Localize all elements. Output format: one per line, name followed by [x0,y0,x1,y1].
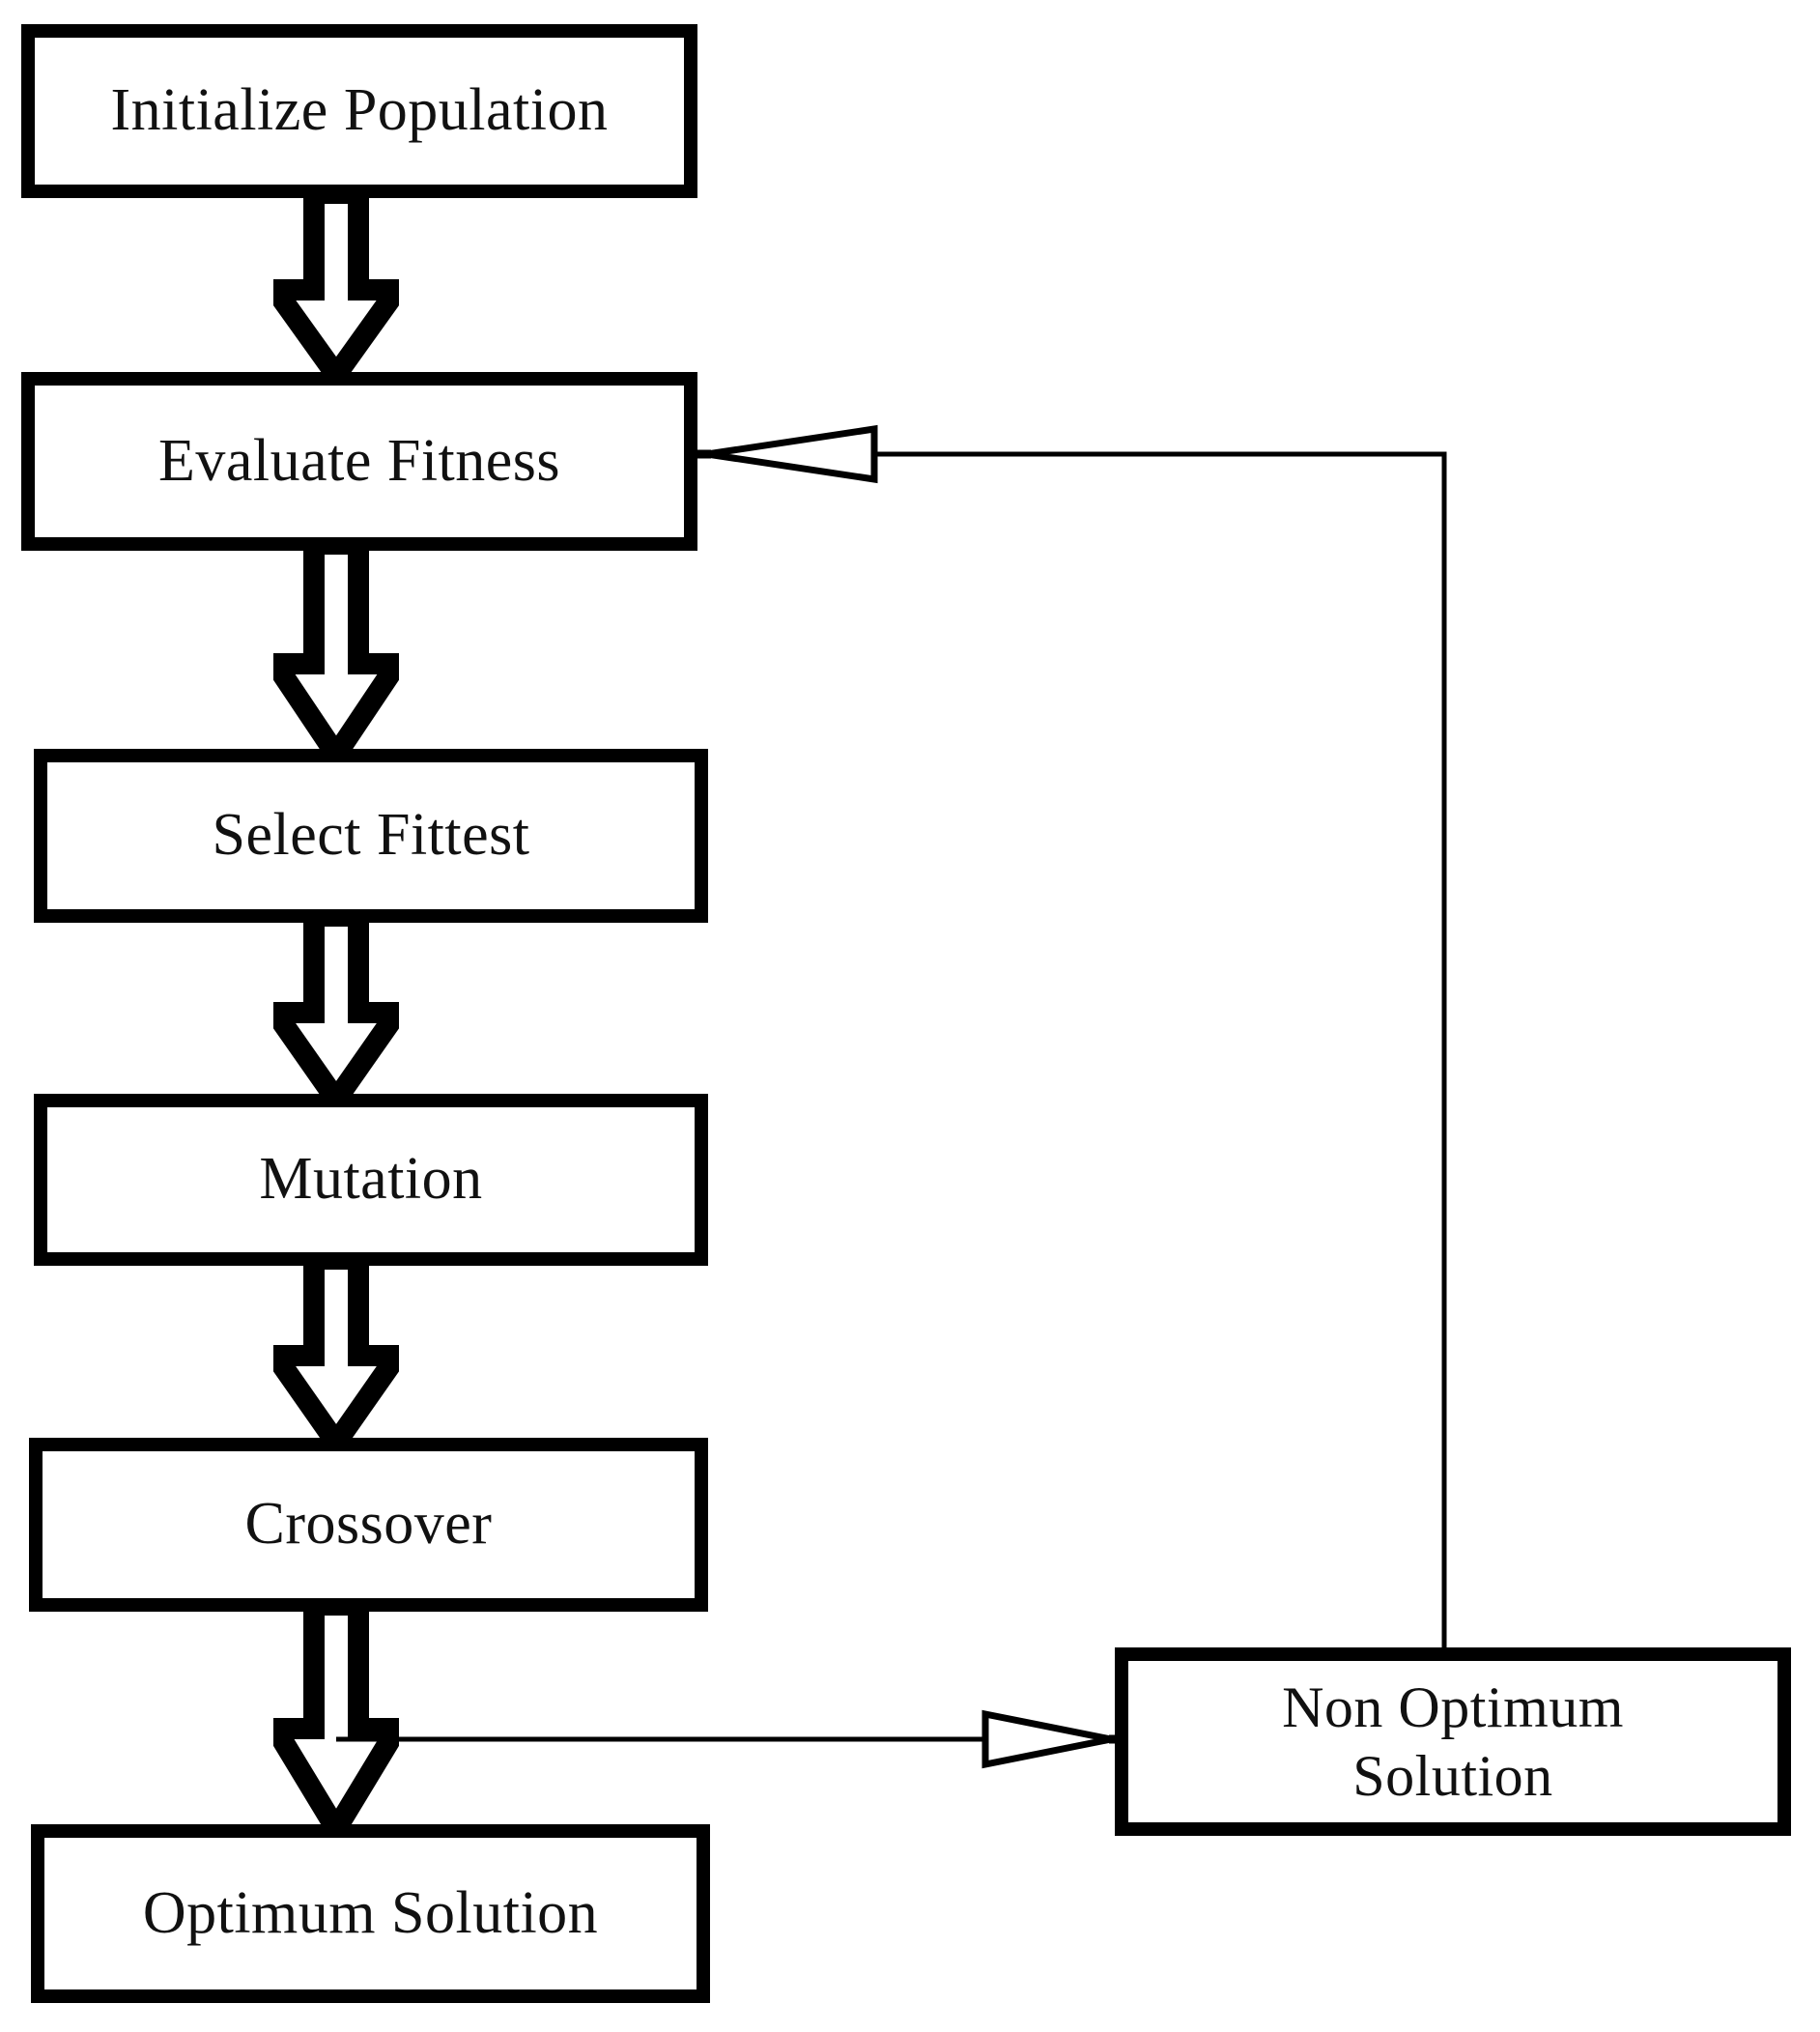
node-crossover[interactable]: Crossover [29,1438,708,1612]
node-mutation[interactable]: Mutation [34,1094,708,1266]
block-arrow-crossover-to-optimum [273,1605,399,1831]
node-label-initialize-population: Initialize Population [110,77,609,144]
block-arrow-select-to-mutation [273,916,399,1102]
block-arrow-initialize-to-evaluate [273,193,399,377]
node-select-fittest[interactable]: Select Fittest [34,749,708,923]
block-arrow-evaluate-to-select [273,544,399,757]
node-initialize-population[interactable]: Initialize Population [21,24,697,198]
node-label-non-optimum-solution: Non Optimum Solution [1282,1674,1624,1808]
node-label-select-fittest: Select Fittest [212,802,530,869]
node-optimum-solution[interactable]: Optimum Solution [31,1824,710,2003]
node-label-mutation: Mutation [259,1146,483,1213]
thin-connector-non-optimum-to-evaluate [686,424,1447,1657]
node-label-optimum-solution: Optimum Solution [142,1879,599,1946]
block-arrow-mutation-to-crossover [273,1259,399,1445]
node-evaluate-fitness[interactable]: Evaluate Fitness [21,372,697,551]
node-non-optimum-solution[interactable]: Non Optimum Solution [1115,1647,1791,1836]
thin-connector-crossover-to-non-optimum [336,1709,1123,1769]
node-label-crossover: Crossover [244,1491,493,1558]
node-label-evaluate-fitness: Evaluate Fitness [157,427,561,494]
